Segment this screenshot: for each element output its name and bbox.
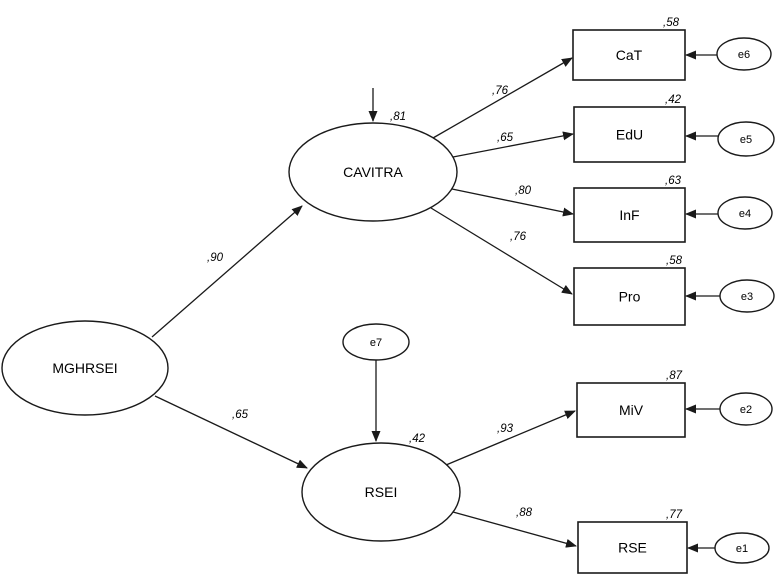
path-coef-CAVITRA-to-CaT: ,76 bbox=[492, 85, 509, 97]
path-arrow-CAVITRA-to-Pro bbox=[430, 207, 573, 295]
observed-rect-RSE bbox=[577, 521, 688, 574]
error-label-e6: e6 bbox=[738, 49, 750, 61]
observed-label-CaT: CaT bbox=[616, 47, 643, 63]
variance-label-CAVITRA: ,81 bbox=[390, 111, 406, 123]
path-coef-RSEI-to-RSE: ,88 bbox=[516, 507, 533, 519]
error-label-e7: e7 bbox=[370, 337, 382, 349]
observed-label-Pro: Pro bbox=[619, 289, 641, 305]
path-coef-CAVITRA-to-InF: ,80 bbox=[515, 185, 532, 197]
error-ellipse-e6 bbox=[716, 37, 772, 71]
latent-label-RSEI: RSEI bbox=[365, 484, 398, 500]
error-label-e5: e5 bbox=[740, 134, 752, 146]
path-coef-CAVITRA-to-Pro: ,76 bbox=[510, 231, 527, 243]
observed-label-MiV: MiV bbox=[619, 402, 644, 418]
observed-rect-InF bbox=[573, 187, 686, 243]
variance-label-RSEI: ,42 bbox=[409, 433, 426, 445]
path-arrow-MGHRSEI-to-CAVITRA bbox=[151, 205, 303, 338]
error-ellipse-e4 bbox=[717, 196, 773, 230]
observed-rect-EdU bbox=[573, 106, 686, 163]
error-label-e2: e2 bbox=[740, 404, 752, 416]
latent-ellipse-MGHRSEI bbox=[1, 320, 169, 416]
path-arrow-CAVITRA-to-CaT bbox=[432, 57, 573, 139]
latent-label-MGHRSEI: MGHRSEI bbox=[52, 360, 117, 376]
observed-label-InF: InF bbox=[619, 207, 639, 223]
observed-rect-MiV bbox=[576, 382, 686, 438]
path-arrow-CAVITRA-to-EdU bbox=[452, 131, 574, 158]
observed-rect-Pro bbox=[573, 267, 686, 326]
path-coef-MGHRSEI-to-RSEI: ,65 bbox=[232, 409, 249, 421]
r2-label-MiV: ,87 bbox=[666, 370, 683, 382]
path-arrow-RSEI-to-MiV bbox=[445, 410, 576, 466]
r2-label-EdU: ,42 bbox=[665, 94, 682, 106]
observed-label-EdU: EdU bbox=[616, 127, 643, 143]
observed-label-RSE: RSE bbox=[618, 540, 647, 556]
path-coef-CAVITRA-to-EdU: ,65 bbox=[497, 132, 514, 144]
error-label-e4: e4 bbox=[739, 208, 751, 220]
path-coef-RSEI-to-MiV: ,93 bbox=[497, 423, 514, 435]
latent-ellipse-CAVITRA bbox=[288, 122, 458, 222]
path-arrow-MGHRSEI-to-RSEI bbox=[154, 395, 308, 469]
latent-ellipse-RSEI bbox=[301, 442, 461, 542]
r2-label-CaT: ,58 bbox=[663, 17, 680, 29]
r2-label-InF: ,63 bbox=[665, 175, 682, 187]
error-label-e1: e1 bbox=[736, 543, 748, 555]
path-arrow-CAVITRA-to-InF bbox=[451, 188, 574, 217]
path-coef-MGHRSEI-to-CAVITRA: ,90 bbox=[207, 252, 224, 264]
error-ellipse-e5 bbox=[717, 121, 775, 157]
path-arrow-RSEI-to-RSE bbox=[452, 511, 577, 548]
r2-label-Pro: ,58 bbox=[666, 255, 683, 267]
r2-label-RSE: ,77 bbox=[666, 509, 683, 521]
latent-label-CAVITRA: CAVITRA bbox=[343, 164, 403, 180]
error-label-e3: e3 bbox=[741, 291, 753, 303]
